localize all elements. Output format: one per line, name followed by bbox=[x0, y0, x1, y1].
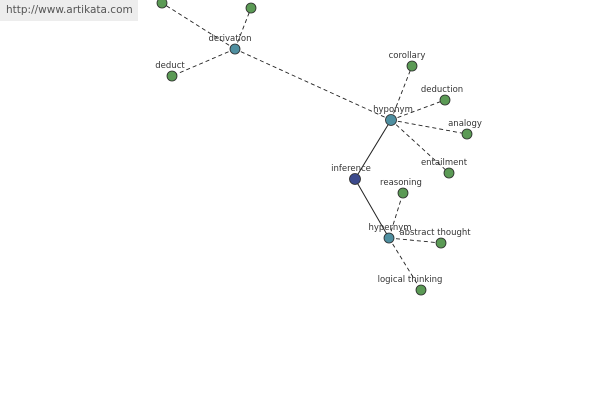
node-label-entailment: entailment bbox=[421, 158, 468, 168]
edge-hyponym-corollary bbox=[390, 65, 413, 121]
node-label-deduction: deduction bbox=[421, 85, 463, 95]
node-logical-thinking[interactable]: logical thinking bbox=[378, 275, 443, 296]
source-bar: http://www.artikata.com bbox=[0, 0, 138, 21]
node-corollary[interactable]: corollary bbox=[389, 51, 426, 72]
node-entailment[interactable]: entailment bbox=[421, 158, 468, 179]
node-deduction[interactable]: deduction bbox=[421, 85, 463, 106]
node-unlabeled-b[interactable] bbox=[245, 2, 257, 14]
node-dot-deduction[interactable] bbox=[439, 94, 451, 106]
edge-hypernym-abstract-thought bbox=[388, 237, 442, 244]
node-dot-derivation[interactable] bbox=[229, 43, 241, 55]
node-dot-abstract-thought[interactable] bbox=[435, 237, 447, 249]
edge-derivation-deduct bbox=[171, 48, 236, 77]
node-dot-entailment[interactable] bbox=[443, 167, 455, 179]
node-label-deduct: deduct bbox=[155, 61, 185, 71]
node-dot-unlabeled-a[interactable] bbox=[156, 0, 168, 9]
node-abstract-thought[interactable]: abstract thought bbox=[399, 228, 471, 249]
edge-inference-hyponym bbox=[354, 119, 392, 180]
node-hypernym[interactable]: hypernym bbox=[368, 223, 412, 244]
node-label-logical-thinking: logical thinking bbox=[378, 275, 443, 285]
edge-hyponym-analogy bbox=[390, 119, 468, 135]
edge-hyponym-derivation bbox=[234, 48, 392, 121]
node-dot-logical-thinking[interactable] bbox=[415, 284, 427, 296]
node-hyponym[interactable]: hyponym bbox=[373, 105, 413, 126]
node-dot-inference[interactable] bbox=[349, 173, 361, 185]
node-dot-unlabeled-b[interactable] bbox=[245, 2, 257, 14]
node-label-hypernym: hypernym bbox=[368, 223, 411, 233]
node-label-corollary: corollary bbox=[389, 51, 426, 61]
edge-derivation-unlabeled-b bbox=[234, 7, 252, 50]
node-analogy[interactable]: analogy bbox=[448, 119, 482, 140]
node-dot-analogy[interactable] bbox=[461, 128, 473, 140]
edge-inference-hypernym bbox=[354, 178, 390, 239]
node-derivation[interactable]: derivation bbox=[208, 34, 252, 55]
node-dot-corollary[interactable] bbox=[406, 60, 418, 72]
node-label-inference: inference bbox=[331, 164, 371, 174]
edge-derivation-unlabeled-a bbox=[161, 2, 236, 50]
node-label-abstract-thought: abstract thought bbox=[399, 228, 471, 238]
node-dot-deduct[interactable] bbox=[166, 70, 178, 82]
node-label-derivation: derivation bbox=[208, 34, 251, 44]
node-label-analogy: analogy bbox=[448, 119, 482, 129]
edge-hypernym-logical-thinking bbox=[388, 237, 422, 291]
node-label-hyponym: hyponym bbox=[373, 105, 413, 115]
node-dot-reasoning[interactable] bbox=[397, 187, 409, 199]
node-unlabeled-a[interactable] bbox=[156, 0, 168, 9]
edge-hyponym-entailment bbox=[390, 119, 450, 174]
source-link[interactable]: http://www.artikata.com bbox=[6, 4, 133, 16]
nodes-layer: inference hyponym hypernym derivation coroll… bbox=[155, 0, 482, 296]
edges-layer bbox=[161, 2, 468, 291]
node-deduct[interactable]: deduct bbox=[155, 61, 185, 82]
edge-hypernym-reasoning bbox=[388, 192, 404, 239]
node-reasoning[interactable]: reasoning bbox=[380, 178, 422, 199]
node-inference[interactable]: inference bbox=[331, 164, 371, 185]
edge-hyponym-deduction bbox=[390, 99, 446, 121]
node-label-reasoning: reasoning bbox=[380, 178, 422, 188]
node-dot-hypernym[interactable] bbox=[383, 232, 395, 244]
node-dot-hyponym[interactable] bbox=[385, 114, 397, 126]
